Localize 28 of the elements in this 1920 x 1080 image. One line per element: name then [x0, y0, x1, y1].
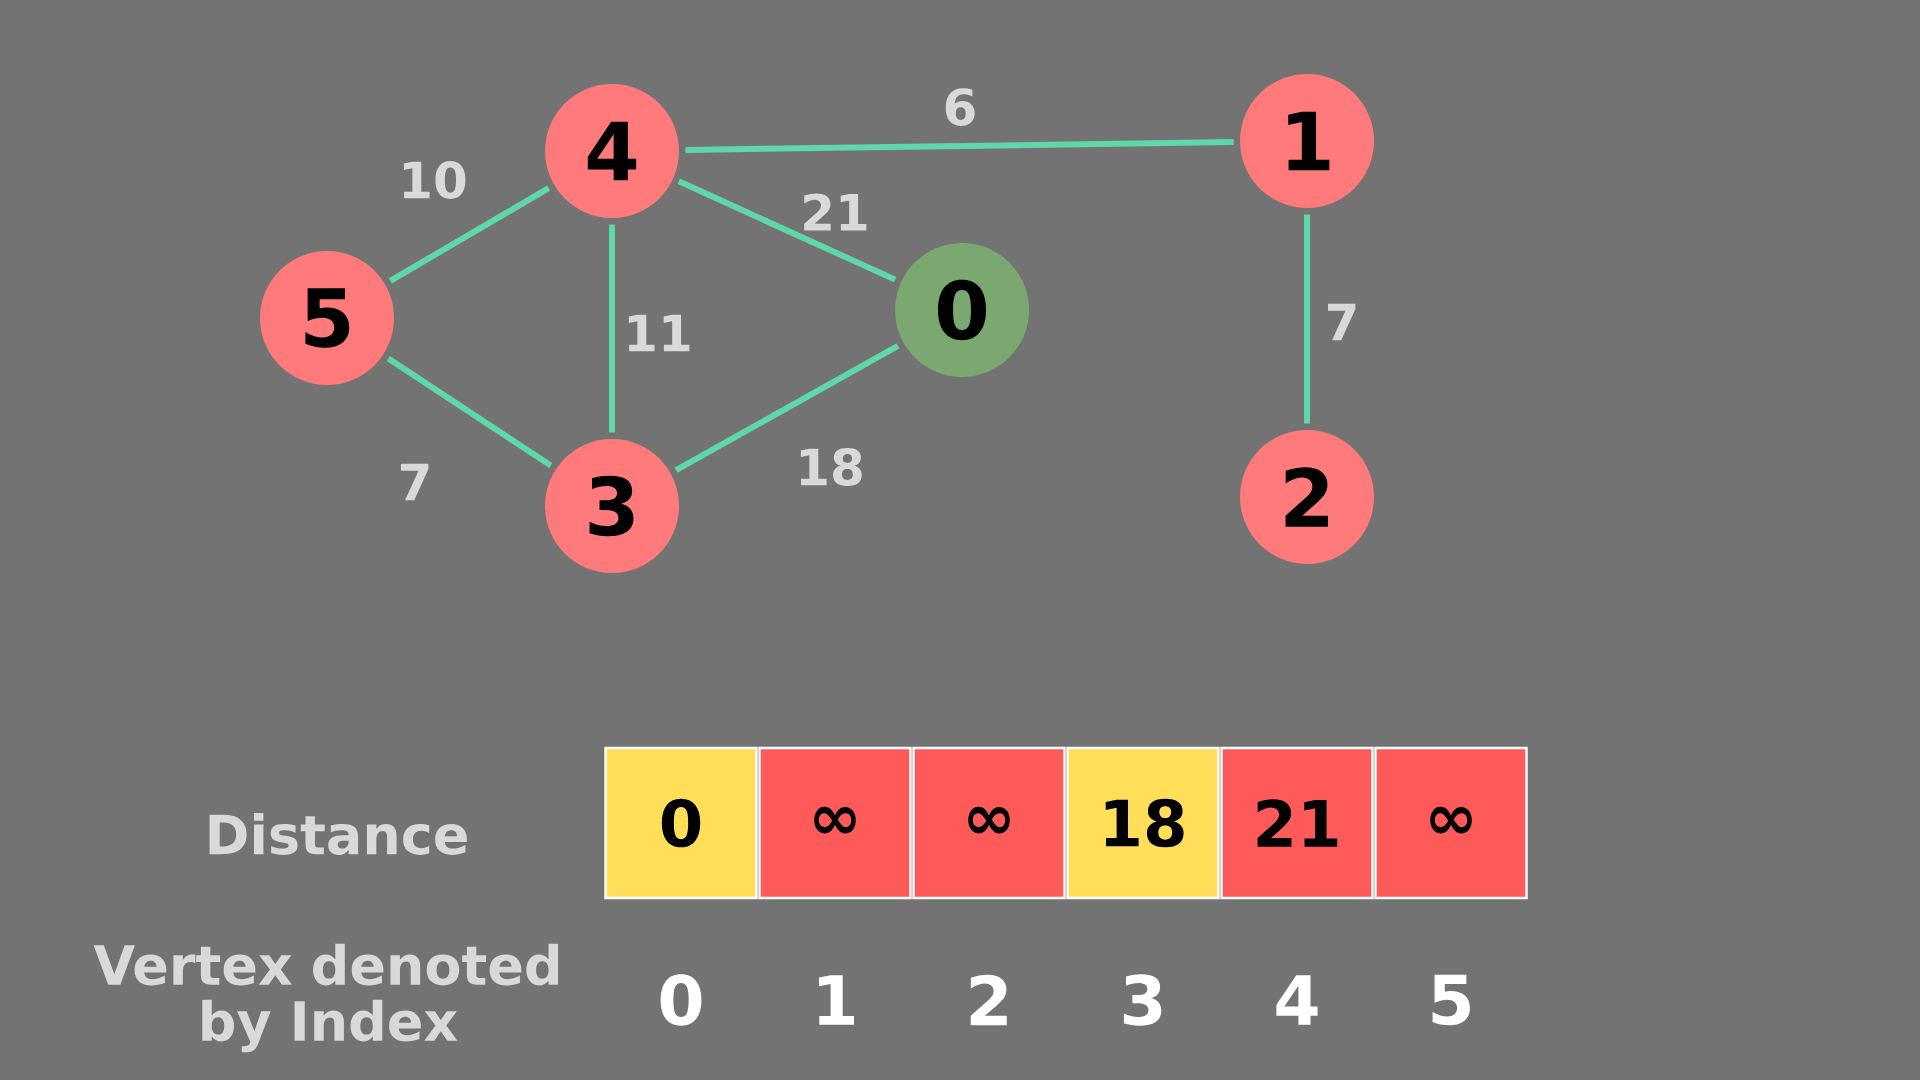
edge-weight: 6 [940, 86, 980, 128]
row-label: Distance [209, 813, 467, 855]
graph-edge [1304, 214, 1310, 424]
edge-weight: 7 [395, 461, 435, 503]
graph-edge [609, 224, 615, 433]
distance-cell: 18 [1066, 746, 1220, 900]
edge-weight: 7 [1322, 301, 1362, 343]
edge-weight: 18 [793, 446, 867, 488]
row-label: Vertex denoted by Index [93, 943, 559, 1053]
graph-edge [388, 185, 551, 284]
graph-edge [685, 139, 1234, 153]
index-number: 5 [1432, 974, 1470, 1026]
distance-cell: ∞ [912, 746, 1066, 900]
distance-cell: ∞ [1374, 746, 1528, 900]
index-number: 1 [819, 975, 854, 1025]
edge-weight: 10 [396, 159, 470, 201]
graph-edge [677, 178, 897, 283]
edge-weight: 21 [798, 191, 872, 233]
distance-cell: 21 [1220, 746, 1374, 900]
distance-cell: 0 [604, 746, 758, 900]
index-number: 0 [660, 974, 702, 1026]
edge-weight: 11 [621, 312, 695, 354]
graph-edge [674, 343, 900, 473]
graph-edge [386, 355, 553, 469]
index-number: 2 [970, 974, 1007, 1026]
distance-cell: ∞ [758, 746, 912, 900]
index-number: 3 [1123, 974, 1162, 1026]
index-number: 4 [1276, 975, 1318, 1025]
